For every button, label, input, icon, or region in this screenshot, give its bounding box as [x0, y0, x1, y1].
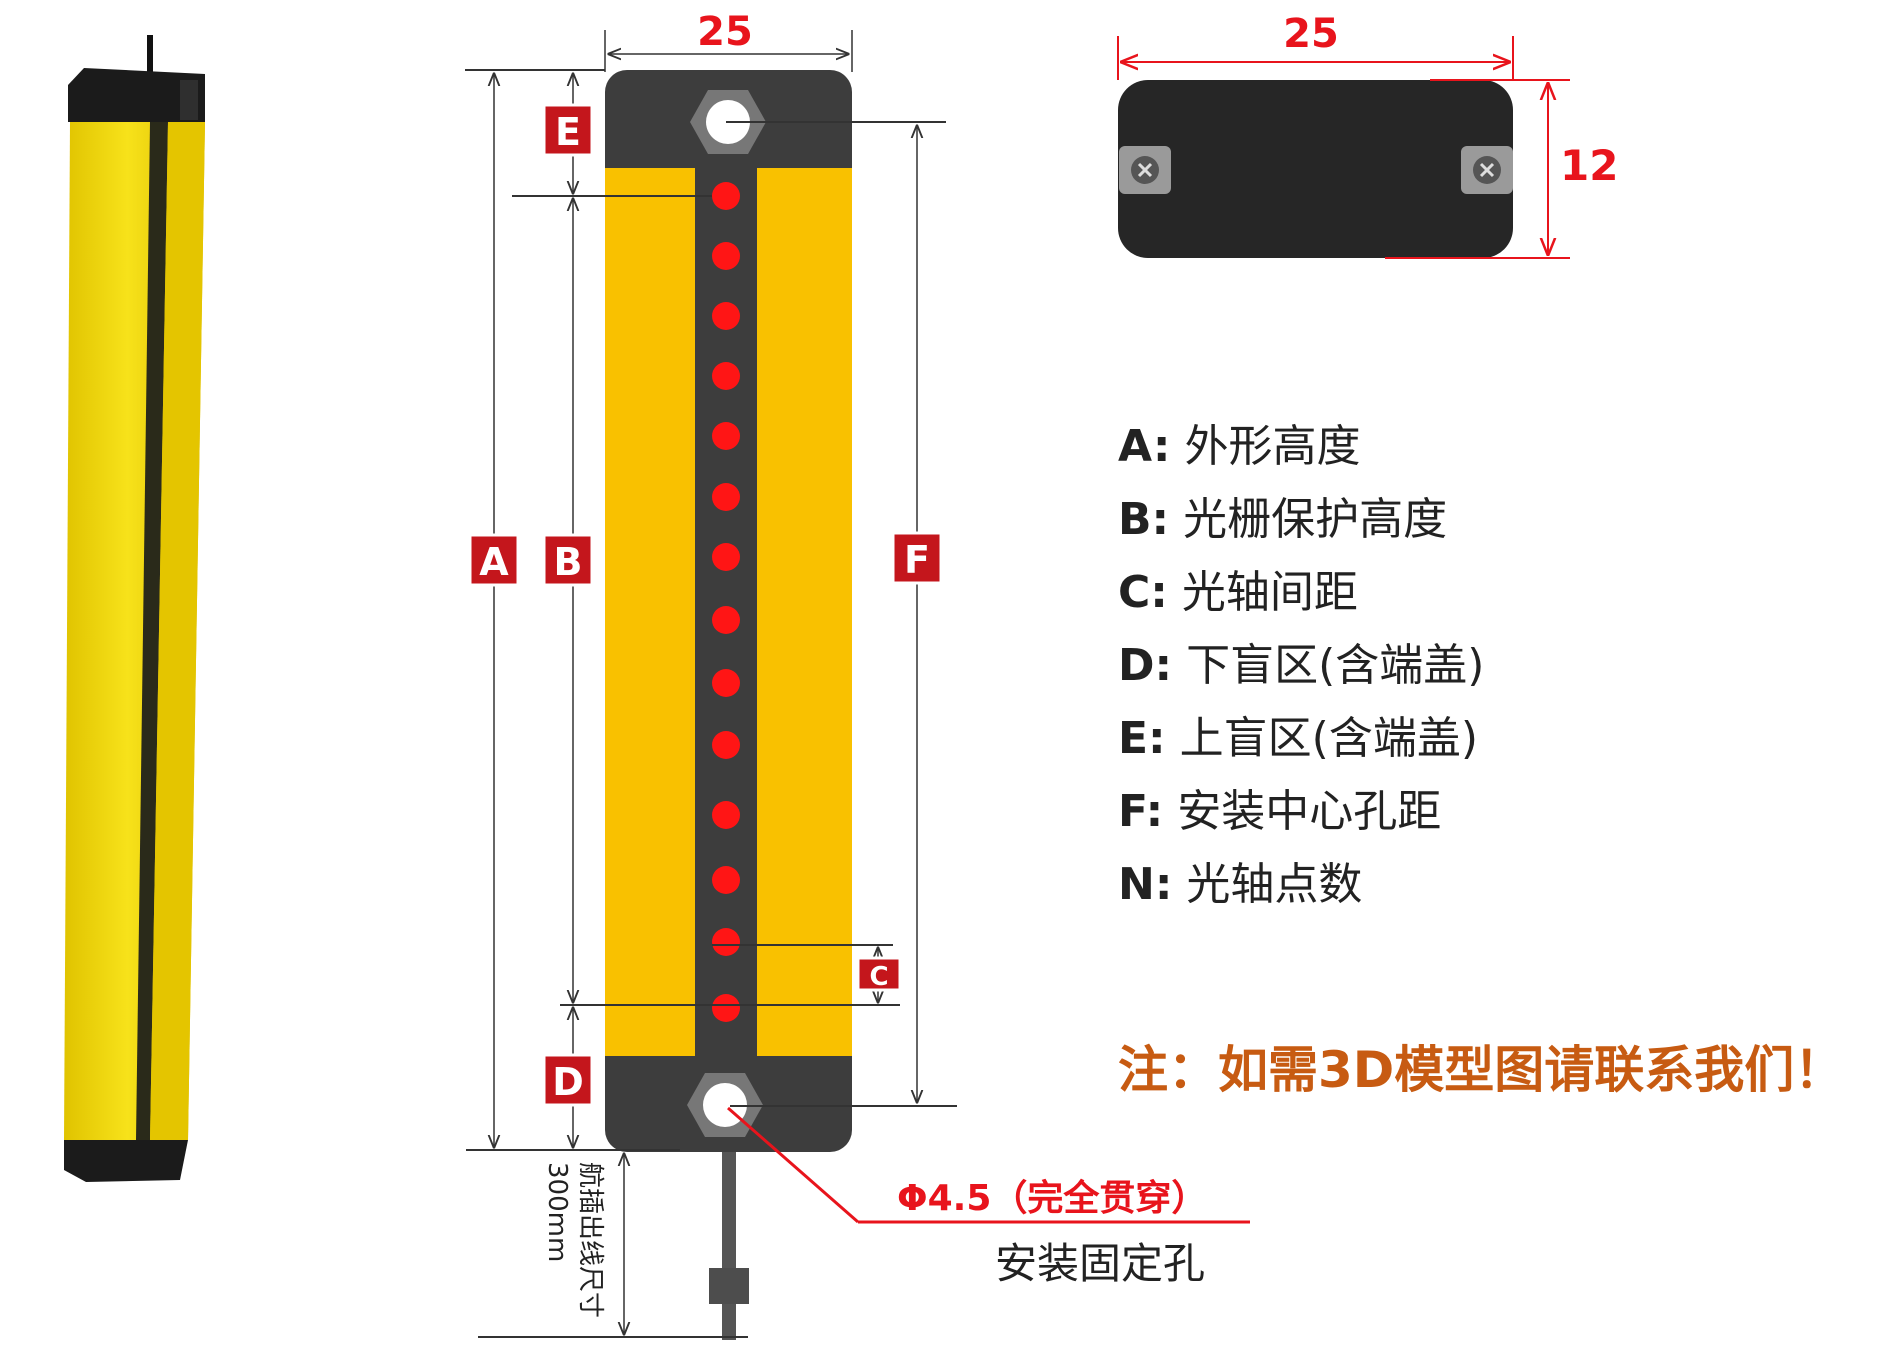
badge-c: C — [856, 956, 902, 992]
hole-callout: Φ4.5（完全贯穿） 安装固定孔 — [727, 1106, 1250, 1288]
legend-item-d: D: 下盲区(含端盖) — [1118, 629, 1484, 702]
legend-key: F: — [1118, 786, 1164, 837]
dimension-legend: A: 外形高度 B: 光栅保护高度 C: 光轴间距 D: 下盲区(含端盖) E:… — [1118, 410, 1484, 921]
legend-text: 光轴点数 — [1186, 859, 1363, 910]
end-width-value: 25 — [1283, 11, 1339, 57]
screw-right-icon — [1461, 146, 1513, 194]
legend-text: 光栅保护高度 — [1183, 494, 1448, 545]
housing-side — [150, 122, 205, 1140]
end-cap-body — [1118, 80, 1513, 258]
led-dot — [712, 669, 740, 697]
badge-d: D — [542, 1053, 594, 1107]
badge-b: B — [542, 533, 594, 587]
badge-c-label: C — [869, 962, 888, 992]
led-dot — [712, 422, 740, 450]
legend-item-e: E: 上盲区(含端盖) — [1118, 702, 1484, 775]
legend-item-c: C: 光轴间距 — [1118, 556, 1484, 629]
led-dot — [712, 302, 740, 330]
legend-item-b: B: 光栅保护高度 — [1118, 483, 1484, 556]
badge-f: F — [891, 531, 943, 585]
cable-length-label: 航插出线尺寸 — [575, 1162, 605, 1318]
led-dot — [712, 731, 740, 759]
end-view: 25 12 — [1117, 11, 1618, 259]
led-dot — [712, 994, 740, 1022]
legend-item-a: A: 外形高度 — [1118, 410, 1484, 483]
badge-d-label: D — [552, 1060, 584, 1104]
bottom-cap — [64, 1140, 188, 1182]
legend-text: 光轴间距 — [1181, 567, 1358, 618]
led-dot — [712, 928, 740, 956]
contact-note: 注：如需3D模型图请联系我们！ — [1118, 1041, 1845, 1099]
legend-key: N: — [1118, 859, 1173, 910]
cable-length-value: 300mm — [542, 1162, 572, 1262]
badge-a-label: A — [479, 540, 509, 584]
led-dot — [712, 543, 740, 571]
led-dot — [712, 801, 740, 829]
cable-connector — [709, 1268, 749, 1304]
legend-key: D: — [1118, 640, 1173, 691]
front-width-value: 25 — [697, 9, 753, 55]
legend-key: A: — [1118, 421, 1171, 472]
badge-a: A — [468, 533, 520, 587]
top-cap-nut — [180, 80, 198, 120]
top-cap — [68, 68, 205, 122]
front-window-strip — [136, 122, 168, 1140]
led-dot — [712, 242, 740, 270]
led-dot — [712, 483, 740, 511]
legend-item-n: N: 光轴点数 — [1118, 848, 1484, 921]
badge-e-label: E — [555, 110, 581, 154]
badge-b-label: B — [554, 540, 583, 584]
led-dot — [712, 866, 740, 894]
legend-key: B: — [1118, 494, 1170, 545]
legend-text: 安装中心孔距 — [1177, 786, 1442, 837]
led-dots — [712, 182, 740, 1022]
legend-text: 上盲区(含端盖) — [1179, 713, 1478, 764]
front-view: 25 A B E — [465, 9, 1250, 1340]
legend-item-f: F: 安装中心孔距 — [1118, 775, 1484, 848]
legend-text: 下盲区(含端盖) — [1186, 640, 1485, 691]
legend-key: E: — [1118, 713, 1166, 764]
led-dot — [712, 182, 740, 210]
screw-left-icon — [1119, 146, 1171, 194]
hole-spec: Φ4.5（完全贯穿） — [897, 1177, 1207, 1219]
led-dot — [712, 362, 740, 390]
badge-f-label: F — [904, 538, 930, 582]
led-dot — [712, 606, 740, 634]
end-height-value: 12 — [1560, 141, 1618, 190]
front-width-dimension: 25 — [604, 9, 853, 72]
hole-label: 安装固定孔 — [995, 1239, 1205, 1288]
legend-text: 外形高度 — [1184, 421, 1361, 472]
badge-e: E — [542, 103, 594, 157]
legend-key: C: — [1118, 567, 1168, 618]
product-render — [64, 35, 205, 1182]
